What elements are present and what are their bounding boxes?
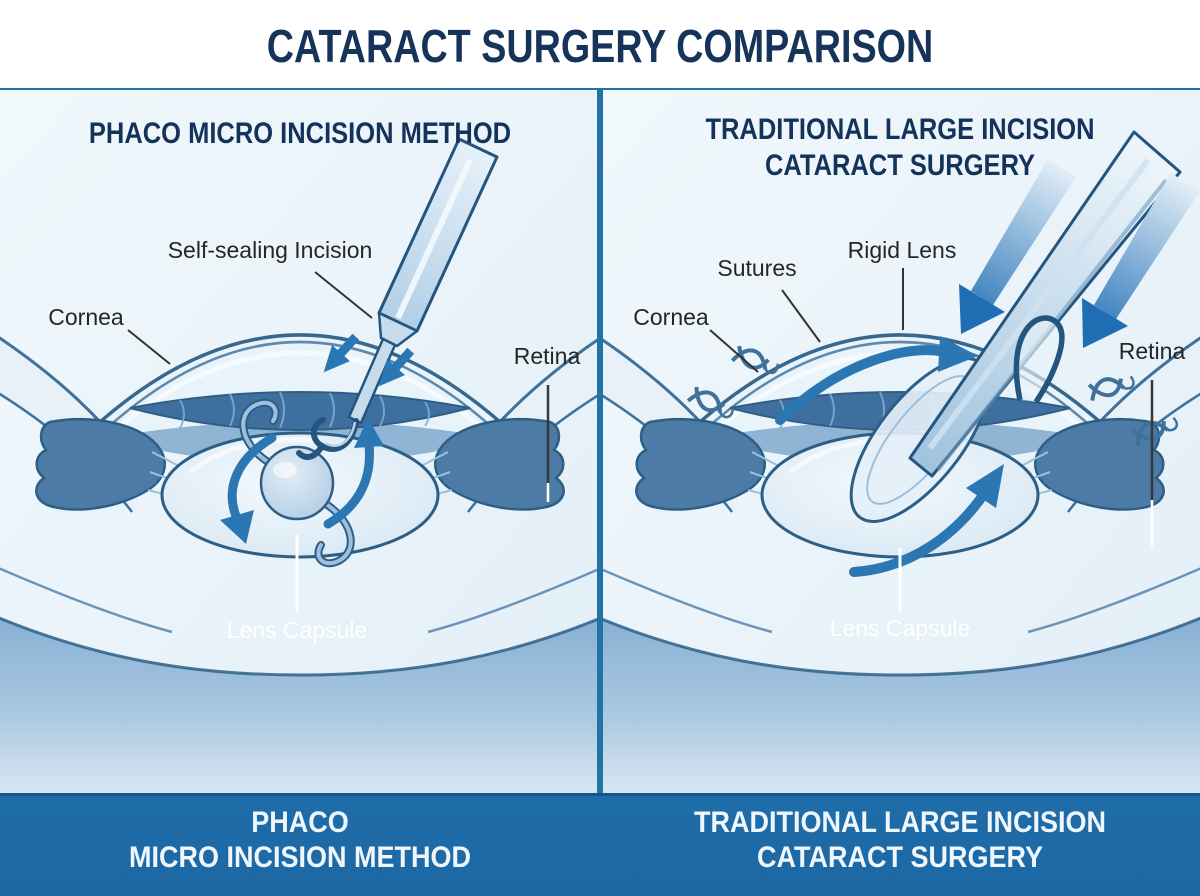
right-footer-caption-line2: CATARACT SURGERY — [756, 841, 1044, 875]
label-self-sealing-incision: Self-sealing Incision — [167, 237, 373, 263]
right-insertion-arrows — [959, 159, 1200, 348]
label-left-retina: Retina — [513, 343, 581, 369]
right-footer-caption: TRADITIONAL LARGE INCISION CATARACT SURG… — [630, 805, 1170, 876]
label-sutures: Sutures — [717, 255, 797, 281]
left-panel-heading: PHACO MICRO INCISION METHOD — [45, 116, 555, 152]
label-rigid-lens: Rigid Lens — [847, 237, 957, 263]
left-footer-caption-line2: MICRO INCISION METHOD — [129, 841, 471, 875]
right-cornea-arrow — [775, 336, 978, 425]
left-footer-caption-line1: PHACO — [251, 806, 349, 839]
left-phaco-probe — [296, 137, 499, 460]
right-footer-caption-line1: TRADITIONAL LARGE INCISION — [693, 806, 1107, 839]
right-panel-heading-line2: CATARACT SURGERY — [764, 149, 1036, 182]
right-vitreous — [600, 567, 1200, 793]
footer-band — [0, 793, 1200, 896]
right-injector-shaft — [908, 130, 1182, 478]
left-panel-heading-text: PHACO MICRO INCISION METHOD — [88, 117, 512, 150]
right-panel-heading: TRADITIONAL LARGE INCISION CATARACT SURG… — [645, 112, 1155, 184]
right-lens-arrow — [849, 464, 1004, 577]
page-title: CATARACT SURGERY COMPARISON — [266, 20, 934, 72]
label-right-cornea: Cornea — [633, 304, 709, 330]
left-footer-caption: PHACO MICRO INCISION METHOD — [30, 805, 570, 876]
label-left-lens-capsule: Lens Capsule — [226, 617, 368, 643]
right-leader-lines — [709, 268, 1154, 612]
label-left-cornea: Cornea — [48, 304, 124, 330]
left-folded-lens — [239, 398, 355, 568]
left-vitreous — [0, 567, 600, 793]
panel-divider — [597, 90, 603, 793]
left-rotation-arrows — [220, 418, 384, 544]
label-right-lens-capsule: Lens Capsule — [829, 615, 971, 641]
right-eye-illustration — [600, 90, 1200, 793]
left-eye-illustration — [0, 90, 600, 793]
right-panel-heading-line1: TRADITIONAL LARGE INCISION — [705, 113, 1095, 146]
left-leader-lines — [127, 271, 550, 613]
label-right-retina: Retina — [1118, 338, 1186, 364]
